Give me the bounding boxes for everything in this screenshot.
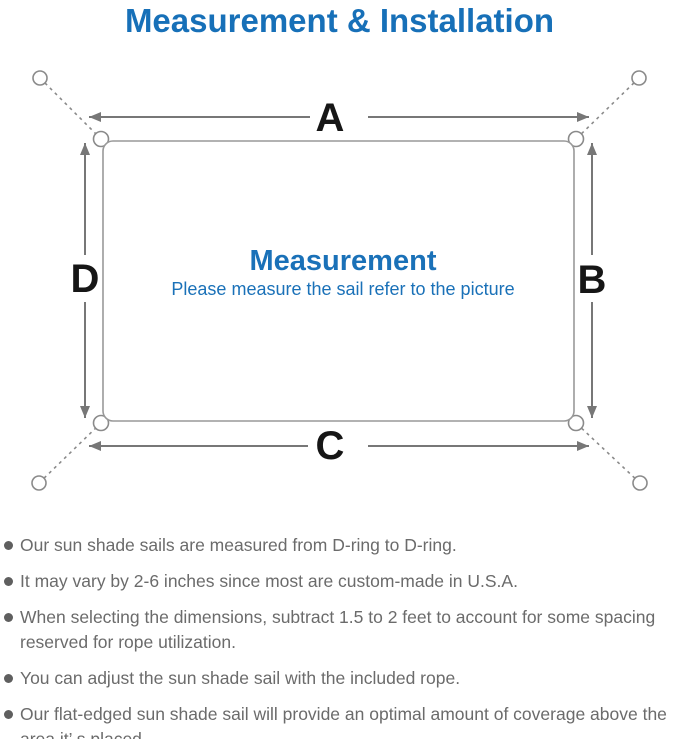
anchor-points [31, 70, 648, 491]
page-title: Measurement & Installation [124, 2, 555, 39]
dim-label-a: A [316, 96, 345, 140]
note-item: When selecting the dimensions, subtract … [0, 605, 667, 655]
d-ring-bottom-left-icon [92, 414, 110, 432]
corner-d-rings [92, 130, 585, 432]
diagram-center-subtitle: Please measure the sail refer to the pic… [171, 279, 514, 299]
anchor-top-left-icon [32, 70, 48, 86]
anchor-bottom-left-icon [31, 475, 47, 491]
sail-body [102, 140, 575, 422]
d-ring-top-right-icon [567, 130, 585, 148]
dim-label-d: D [71, 257, 100, 301]
note-item: It may vary by 2-6 inches since most are… [0, 569, 667, 594]
note-item: You can adjust the sun shade sail with t… [0, 666, 667, 691]
bullet-icon [4, 577, 13, 586]
anchor-bottom-right-icon [632, 475, 648, 491]
bullet-icon [4, 541, 13, 550]
note-text: When selecting the dimensions, subtract … [20, 607, 656, 652]
d-ring-bottom-right-icon [567, 414, 585, 432]
dim-label-b: B [578, 258, 607, 302]
diagram-center-title: Measurement [250, 245, 437, 277]
rope-top-right [575, 77, 640, 140]
anchor-top-right-icon [631, 70, 647, 86]
bullet-icon [4, 613, 13, 622]
note-item: Our flat-edged sun shade sail will provi… [0, 702, 667, 739]
note-text: Our sun shade sails are measured from D-… [20, 535, 457, 555]
rope-dashed-lines [38, 77, 641, 484]
rope-bottom-right [575, 422, 641, 484]
sail-measurement-diagram: A B C D Measurement Please measure the s… [31, 70, 648, 491]
notes-list: Our sun shade sails are measured from D-… [0, 505, 679, 739]
note-text: It may vary by 2-6 inches since most are… [20, 571, 518, 591]
bullet-icon [4, 710, 13, 719]
note-text: Our flat-edged sun shade sail will provi… [20, 704, 667, 739]
note-text: You can adjust the sun shade sail with t… [20, 668, 461, 688]
note-item: Our sun shade sails are measured from D-… [0, 533, 667, 558]
rope-bottom-left [38, 422, 102, 484]
bullet-icon [4, 674, 13, 683]
dimension-arrows [80, 112, 597, 451]
dim-label-c: C [316, 424, 345, 468]
rope-top-left [39, 77, 102, 140]
d-ring-top-left-icon [92, 130, 110, 148]
